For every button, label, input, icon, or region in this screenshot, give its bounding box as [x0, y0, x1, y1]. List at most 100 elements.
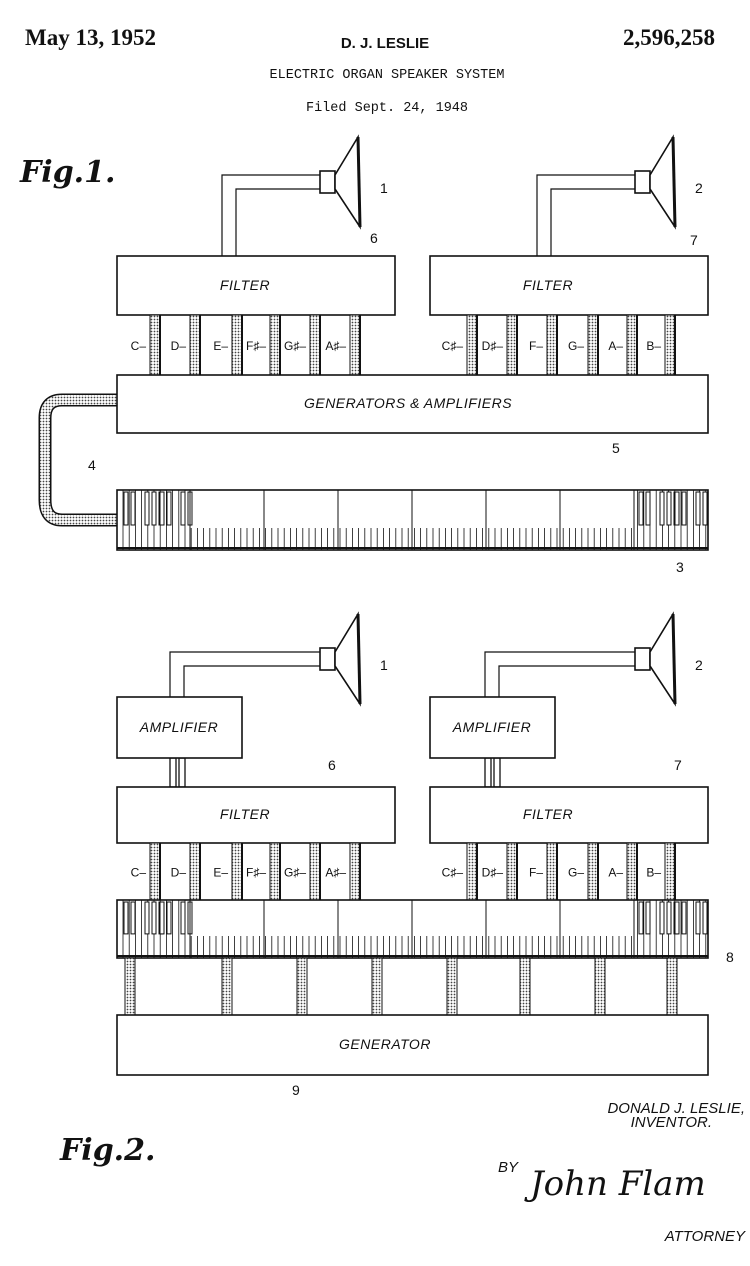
fig2-conductor — [269, 842, 281, 901]
fig1-note-right: F– — [529, 339, 543, 353]
fig2-generator-conductor — [296, 957, 308, 1016]
fig2-black-key — [130, 901, 136, 935]
fig2-black-key — [702, 901, 708, 935]
fig1-black-key — [638, 491, 644, 526]
fig2-conductor — [626, 842, 638, 901]
fig2-black-key — [151, 901, 157, 935]
fig1-ref-7: 7 — [690, 232, 698, 248]
fig2-conductor — [587, 842, 599, 901]
fig1-speaker-right-horn-icon — [649, 134, 676, 230]
fig1-speaker-right-pipe-inner — [550, 188, 635, 256]
fig1-note-left: F♯– — [246, 339, 266, 353]
fig2-note-left: F♯– — [246, 866, 266, 880]
fig2-conductor — [349, 842, 361, 901]
fig2-speaker-right-driver — [634, 647, 651, 671]
fig1-black-key — [645, 491, 651, 526]
fig1-conductor — [546, 314, 558, 376]
filed-date: Filed Sept. 24, 1948 — [306, 101, 468, 116]
fig1-black-key — [151, 491, 157, 526]
fig2-conductor — [231, 842, 243, 901]
fig1-black-key — [159, 491, 165, 526]
fig2-ref-6: 6 — [328, 757, 336, 773]
fig1-filter-left-label: FILTER — [220, 277, 270, 293]
issue-date: May 13, 1952 — [25, 25, 156, 50]
fig2-black-key — [180, 901, 186, 935]
fig2-speaker-left-pipe-inner — [183, 665, 320, 697]
fig2-conductor — [546, 842, 558, 901]
fig2-speaker-left-horn-icon — [334, 611, 361, 707]
fig1-black-key — [681, 491, 687, 526]
patent-number: 2,596,258 — [623, 25, 715, 50]
fig2-note-right: F– — [529, 866, 543, 880]
fig1-speaker-right-driver — [634, 170, 651, 194]
fig1-black-key — [674, 491, 680, 526]
fig2-amp-filter-link — [178, 757, 186, 788]
fig2-speaker-left-horn-mouth — [356, 613, 362, 705]
fig2-black-key — [159, 901, 165, 935]
fig2-black-key — [166, 901, 172, 935]
fig2-conductor — [466, 842, 478, 901]
fig1-conductor — [309, 314, 321, 376]
inventor-name: DONALD J. LESLIE, — [607, 1100, 745, 1117]
fig2-amplifier-left-label: AMPLIFIER — [139, 719, 218, 735]
fig2-note-right: B– — [646, 866, 661, 880]
fig2-filter-left-label: FILTER — [220, 806, 270, 822]
fig2-filter-right-label: FILTER — [523, 806, 573, 822]
fig1-conductor — [269, 314, 281, 376]
fig1-speaker-left-ref: 1 — [380, 180, 388, 196]
fig2-black-key — [674, 901, 680, 935]
fig2-amp-filter-link — [493, 757, 501, 788]
fig1-speaker-left-horn-mouth — [356, 136, 362, 228]
by-label: BY — [498, 1159, 519, 1176]
fig1-ref-4: 4 — [88, 457, 96, 473]
fig1-cable-fill — [40, 395, 117, 525]
fig2-conductor — [664, 842, 676, 901]
fig1-conductor — [189, 314, 201, 376]
fig1-black-key — [659, 491, 665, 526]
fig2-amp-filter-link — [169, 757, 177, 788]
fig2-speaker-right-horn-mouth — [671, 613, 677, 705]
fig1-black-key — [130, 491, 136, 526]
fig2-speaker-right-horn-icon — [649, 611, 676, 707]
fig2-amplifier-right-label: AMPLIFIER — [452, 719, 531, 735]
fig1-note-left: D– — [171, 339, 187, 353]
fig2-black-key — [645, 901, 651, 935]
fig1-note-right: A– — [608, 339, 623, 353]
fig2-amplifier-right — [429, 696, 556, 759]
fig2-label: Fig.2. — [59, 1133, 155, 1168]
fig1-cable — [38, 393, 117, 527]
fig1-ref-6: 6 — [370, 230, 378, 246]
fig2-ref-9: 9 — [292, 1082, 300, 1098]
fig1-ref-5: 5 — [612, 440, 620, 456]
fig1-speaker-right-horn-mouth — [671, 136, 677, 228]
patent-title: ELECTRIC ORGAN SPEAKER SYSTEM — [270, 68, 505, 83]
fig2-speaker-right-ref: 2 — [695, 657, 703, 673]
fig1-black-key — [144, 491, 150, 526]
fig2-note-left: A♯– — [325, 866, 346, 880]
fig2-speaker-left-pipe-outer — [169, 651, 320, 697]
fig2-generator-conductor — [221, 957, 233, 1016]
fig1-speaker-right-pipe-outer — [536, 174, 635, 256]
fig1-conductor — [626, 314, 638, 376]
fig2-speaker-left-driver — [319, 647, 336, 671]
fig1-generators-amplifiers — [116, 374, 709, 434]
fig1-black-key — [666, 491, 672, 526]
fig1-conductor — [506, 314, 518, 376]
fig2-amp-filter-link — [484, 757, 492, 788]
fig2-speaker-right-pipe-inner — [498, 665, 635, 697]
inventor-short: D. J. LESLIE — [341, 35, 429, 52]
fig1-black-key — [695, 491, 701, 526]
fig2-amplifier-left — [116, 696, 243, 759]
fig1-conductor — [149, 314, 161, 376]
fig1-black-key — [702, 491, 708, 526]
fig2-black-key — [695, 901, 701, 935]
fig1-note-left: E– — [213, 339, 228, 353]
fig2-note-right: D♯– — [482, 866, 504, 880]
fig2-conductor — [149, 842, 161, 901]
fig1-black-key — [123, 491, 129, 526]
fig2-generator-conductor — [594, 957, 606, 1016]
fig1-note-right: G– — [568, 339, 584, 353]
fig2-conductor — [189, 842, 201, 901]
